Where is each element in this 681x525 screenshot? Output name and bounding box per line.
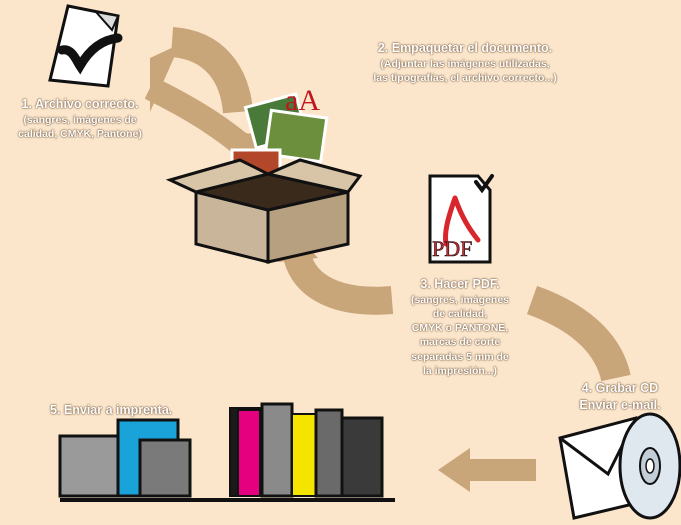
step-4-title: 4. Grabar CD xyxy=(581,381,659,395)
step-3-detail-line: la impresión...) xyxy=(422,364,498,377)
step-3-detail-line: de calidad, xyxy=(432,308,488,321)
package-box-icon: aA xyxy=(165,84,363,264)
step-1-label: 1. Archivo correcto. (sangres, imágenes … xyxy=(0,96,160,141)
step-3-detail-line: CMYK o PANTONE, xyxy=(411,322,509,335)
step-5-title: 5. Enviar a imprenta. xyxy=(50,403,173,417)
step-2-details: (Adjuntar las imágenes utilizadas, las t… xyxy=(340,57,590,85)
arrow-cd xyxy=(526,285,631,382)
arrow-pdf xyxy=(282,247,394,315)
step-3-details: (sangres, imágenes de calidad, CMYK o PA… xyxy=(390,293,530,378)
step-4-label: 4. Grabar CD Enviar e-mail. xyxy=(560,380,680,414)
cd-disc-icon xyxy=(618,412,681,520)
pdf-glyph: PDF xyxy=(432,236,472,261)
step-1-detail-line: (sangres, imágenes de xyxy=(23,113,137,126)
step-5-label: 5. Enviar a imprenta. xyxy=(50,402,240,419)
step-3-label: 3. Hacer PDF. (sangres, imágenes de cali… xyxy=(390,276,530,378)
arrow-package xyxy=(170,27,253,114)
fonts-glyph: aA xyxy=(285,84,320,117)
step-3-detail-line: separadas 5 mm de xyxy=(411,350,509,363)
step-2-label: 2. Empaquetar el documento. (Adjuntar la… xyxy=(340,40,590,85)
arrowhead-print xyxy=(438,448,470,492)
step-1-title: 1. Archivo correcto. xyxy=(21,97,139,111)
pdf-document-icon: PDF xyxy=(428,174,494,264)
step-1-detail-line: calidad, CMYK, Pantone) xyxy=(18,128,142,141)
step-3-title: 3. Hacer PDF. xyxy=(420,277,500,291)
document-check-icon xyxy=(48,4,123,88)
step-1-details: (sangres, imágenes de calidad, CMYK, Pan… xyxy=(0,113,160,141)
step-3-detail-line: (sangres, imágenes xyxy=(410,293,510,306)
step-2-detail-line: las tipografías, el archivo correcto...) xyxy=(373,72,557,85)
arrowhead-top xyxy=(150,44,180,112)
printing-building-icon xyxy=(58,402,395,502)
step-2-detail-line: (Adjuntar las imágenes utilizadas, xyxy=(380,57,550,70)
step-4-details: Enviar e-mail. xyxy=(579,397,661,412)
step-2-title: 2. Empaquetar el documento. xyxy=(377,41,553,55)
step-3-detail-line: marcas de corte xyxy=(419,336,501,349)
